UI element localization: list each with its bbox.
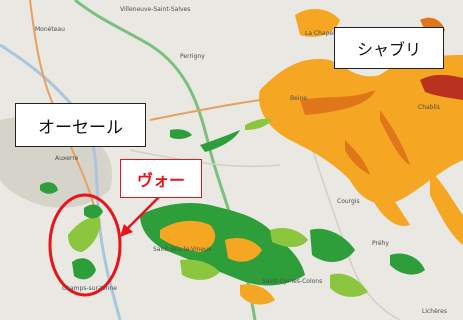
callout-auxerre: オーセール <box>15 103 146 147</box>
town-label-perrigny: Perrigny <box>180 53 205 60</box>
chablis-vineyard-south <box>360 150 410 226</box>
vineyard-green-2 <box>170 129 192 140</box>
saint-bris-vineyard-lightgreen-2 <box>270 228 308 247</box>
vaux-vineyard-green <box>72 258 96 280</box>
vaux-vineyard-lightgreen <box>68 217 101 252</box>
town-label-courgis: Courgis <box>337 198 360 205</box>
chablis-vineyard-north <box>295 8 340 37</box>
callout-chablis: シャブリ <box>334 27 444 69</box>
vaux-arrow-head <box>120 224 133 237</box>
chablis-premier-cru-1 <box>300 90 375 115</box>
vaux-arrow-line <box>125 195 161 231</box>
town-label-auxerre: Auxerre <box>55 155 79 162</box>
callout-vaux: ヴォー <box>120 159 202 198</box>
saint-cyr-vineyard-lightgreen <box>330 273 368 297</box>
town-label-villeneuve: Villeneuve-Saint-Salves <box>120 6 191 13</box>
chablis-vineyard-east <box>430 170 463 245</box>
road-3 <box>129 149 281 168</box>
chablis-premier-cru-3 <box>345 140 370 175</box>
saint-bris-vineyard-orange-2 <box>225 238 262 262</box>
vaux-vineyard-green-2 <box>84 204 103 219</box>
saint-bris-vineyard-orange-3 <box>240 284 275 305</box>
east-vineyard-green <box>390 253 425 275</box>
town-label-saint-bris: Saint-Bris-le-Vineux <box>153 246 212 253</box>
vineyard-green-3 <box>40 182 58 194</box>
vaux-highlight-circle <box>48 193 122 297</box>
town-label-beine: Beine <box>290 95 307 102</box>
saint-bris-vineyard-orange-1 <box>160 220 216 252</box>
chablis-premier-cru-2 <box>380 110 410 165</box>
town-label-saint-cyr: Saint-Cyr-les-Colons <box>262 278 323 285</box>
saint-bris-vineyard-lightgreen <box>180 259 220 280</box>
vineyard-green-1 <box>200 130 240 152</box>
saint-cyr-vineyard-green <box>310 228 355 262</box>
town-label-lichere: Lichères <box>422 308 447 315</box>
town-label-chablis: Chablis <box>418 104 440 111</box>
vineyard-lightgreen-1 <box>245 118 272 130</box>
town-label-champs: Champs-sur-Yonne <box>62 285 117 292</box>
chablis-grand-cru <box>420 74 463 100</box>
chablis-vineyard-main <box>259 55 463 204</box>
town-label-prehy: Préhy <box>372 240 389 247</box>
town-label-monteau: Monéteau <box>35 26 65 33</box>
